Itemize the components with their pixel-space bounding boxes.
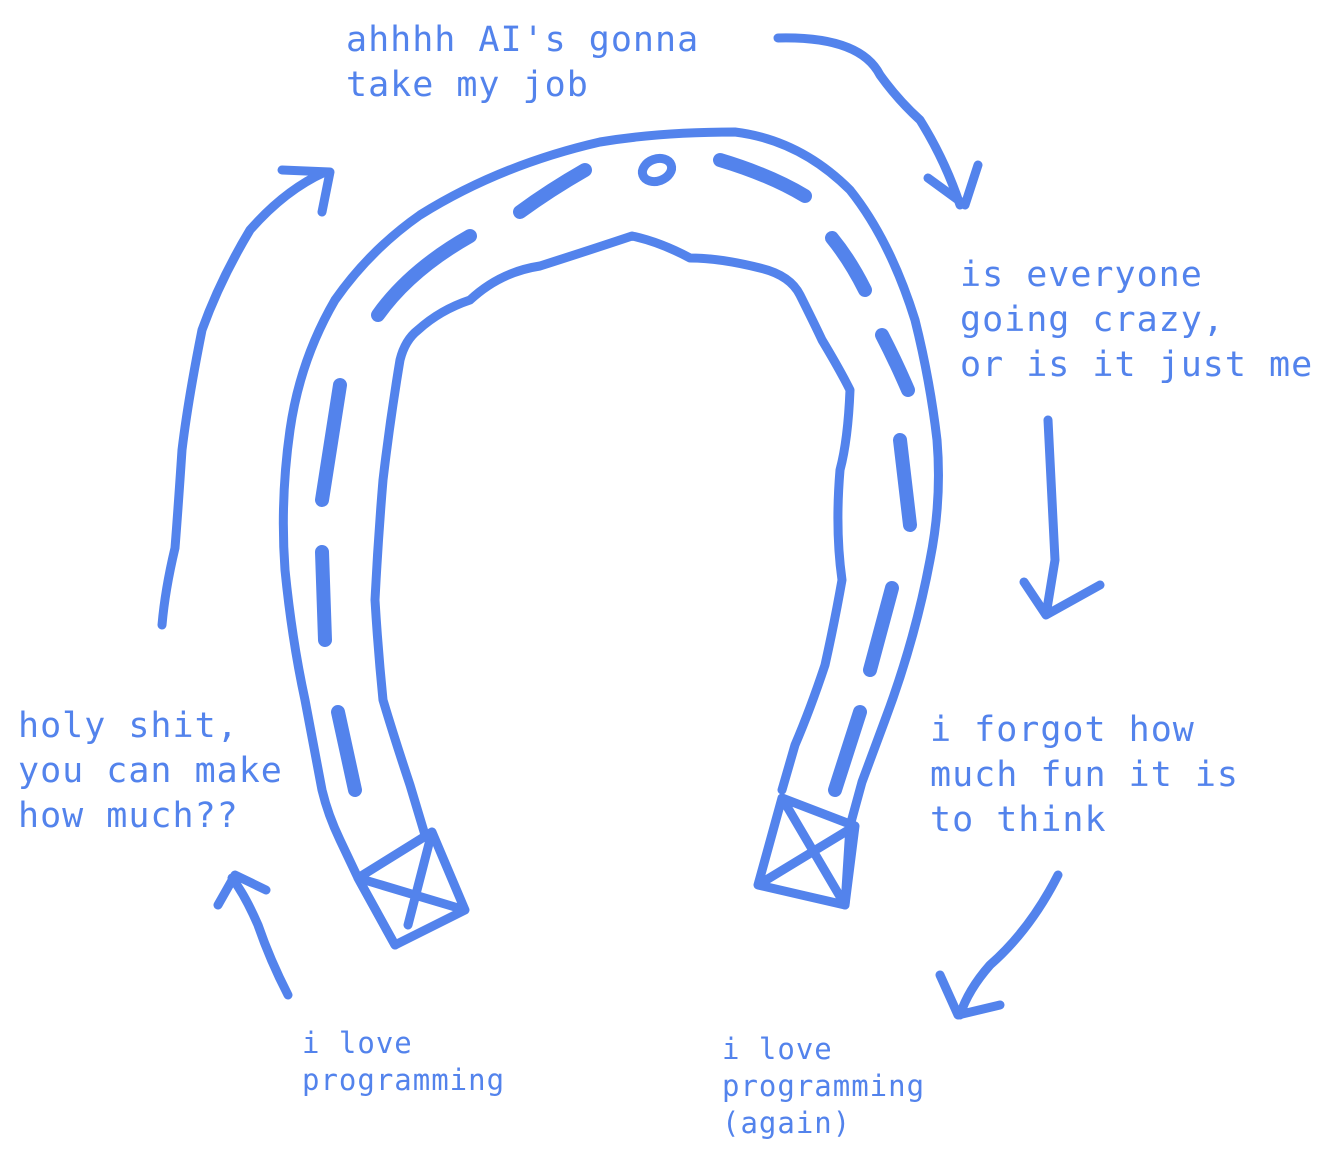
stage-love: i love programming [302,1026,506,1097]
stage-make-money: holy shit, you can make how much?? [18,706,283,836]
nail-hole-dashes [315,153,917,797]
horseshoe-left-tip [353,827,470,950]
horseshoe-inner-edge [370,231,855,840]
arrow-make-money-to-ai-job [157,165,335,630]
arrow-love-to-make-money [213,870,293,1000]
horseshoe-outer-edge [278,127,943,950]
stage-ai-job: ahhhh AI's gonna take my job [346,20,700,105]
stage-crazy: is everyone going crazy, or is it just m… [960,255,1314,385]
arrow-crazy-to-fun [1019,415,1105,620]
arrow-fun-to-love-again [935,870,1063,1020]
stage-love-again: i love programming (again) [722,1032,926,1140]
stage-fun-to-think: i forgot how much fun it is to think [930,710,1240,840]
nail-hole-top [637,153,677,187]
arrow-ai-job-to-crazy [773,33,983,210]
horseshoe-right-tip [753,793,860,910]
